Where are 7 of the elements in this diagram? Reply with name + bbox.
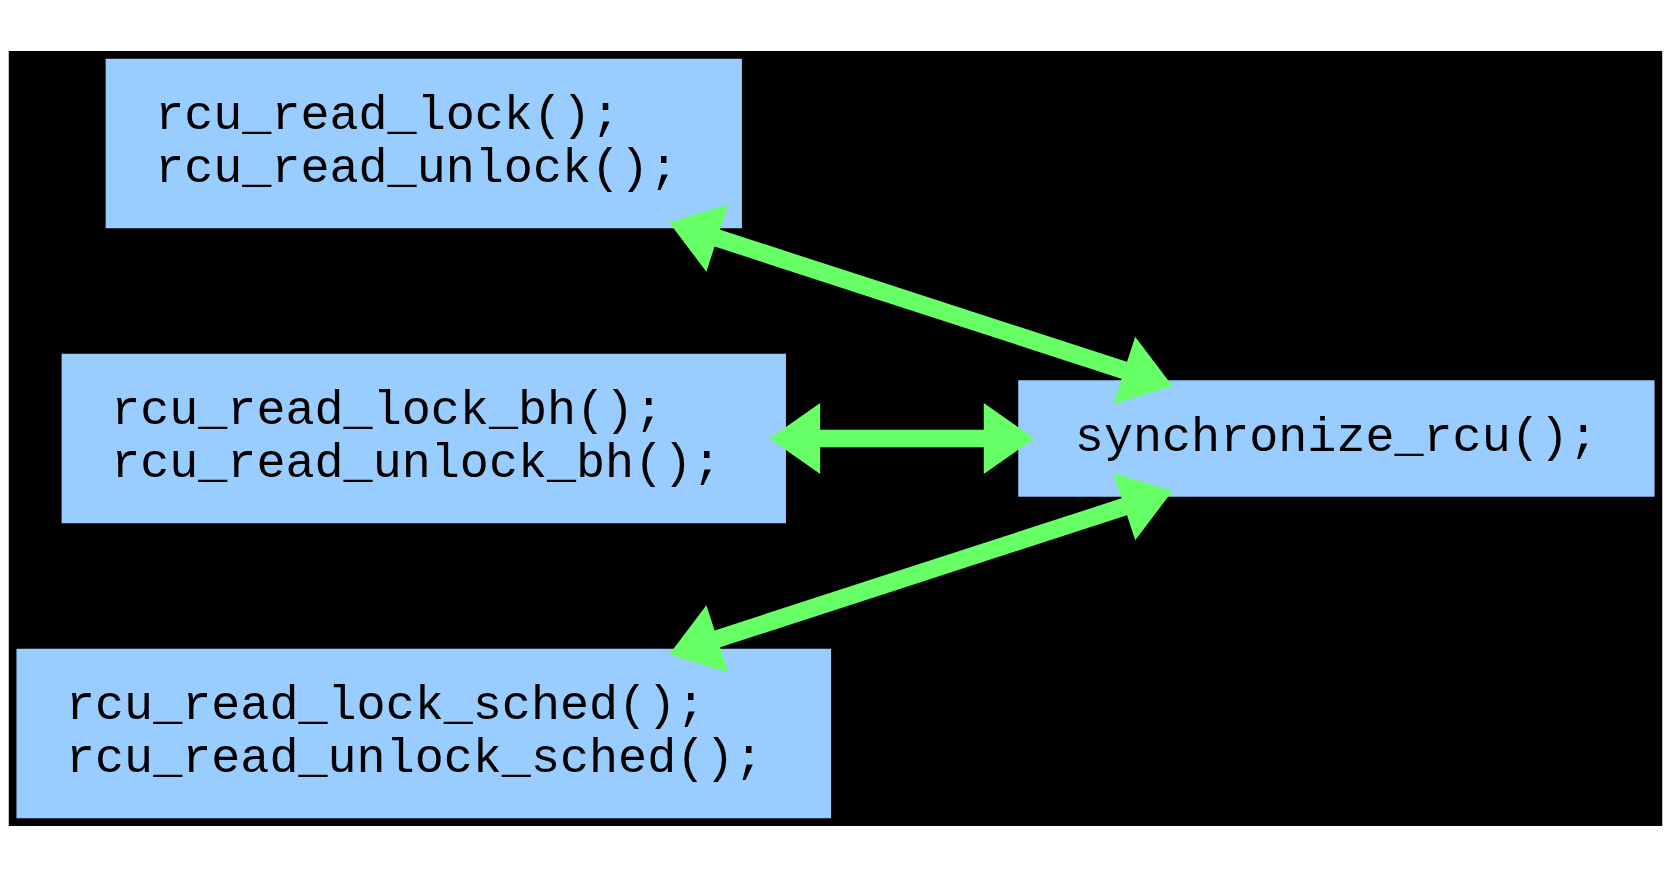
arrow xyxy=(769,403,1035,474)
node-box: rcu_read_lock_sched(); rcu_read_unlock_sched(); xyxy=(16,648,832,819)
node-box: rcu_read_lock_bh(); rcu_read_unlock_bh(); xyxy=(61,353,786,524)
node-box: rcu_read_lock(); rcu_read_unlock(); xyxy=(105,58,742,229)
arrow xyxy=(669,204,1173,404)
arrow xyxy=(669,473,1173,673)
node-box: synchronize_rcu(); xyxy=(1018,380,1655,497)
